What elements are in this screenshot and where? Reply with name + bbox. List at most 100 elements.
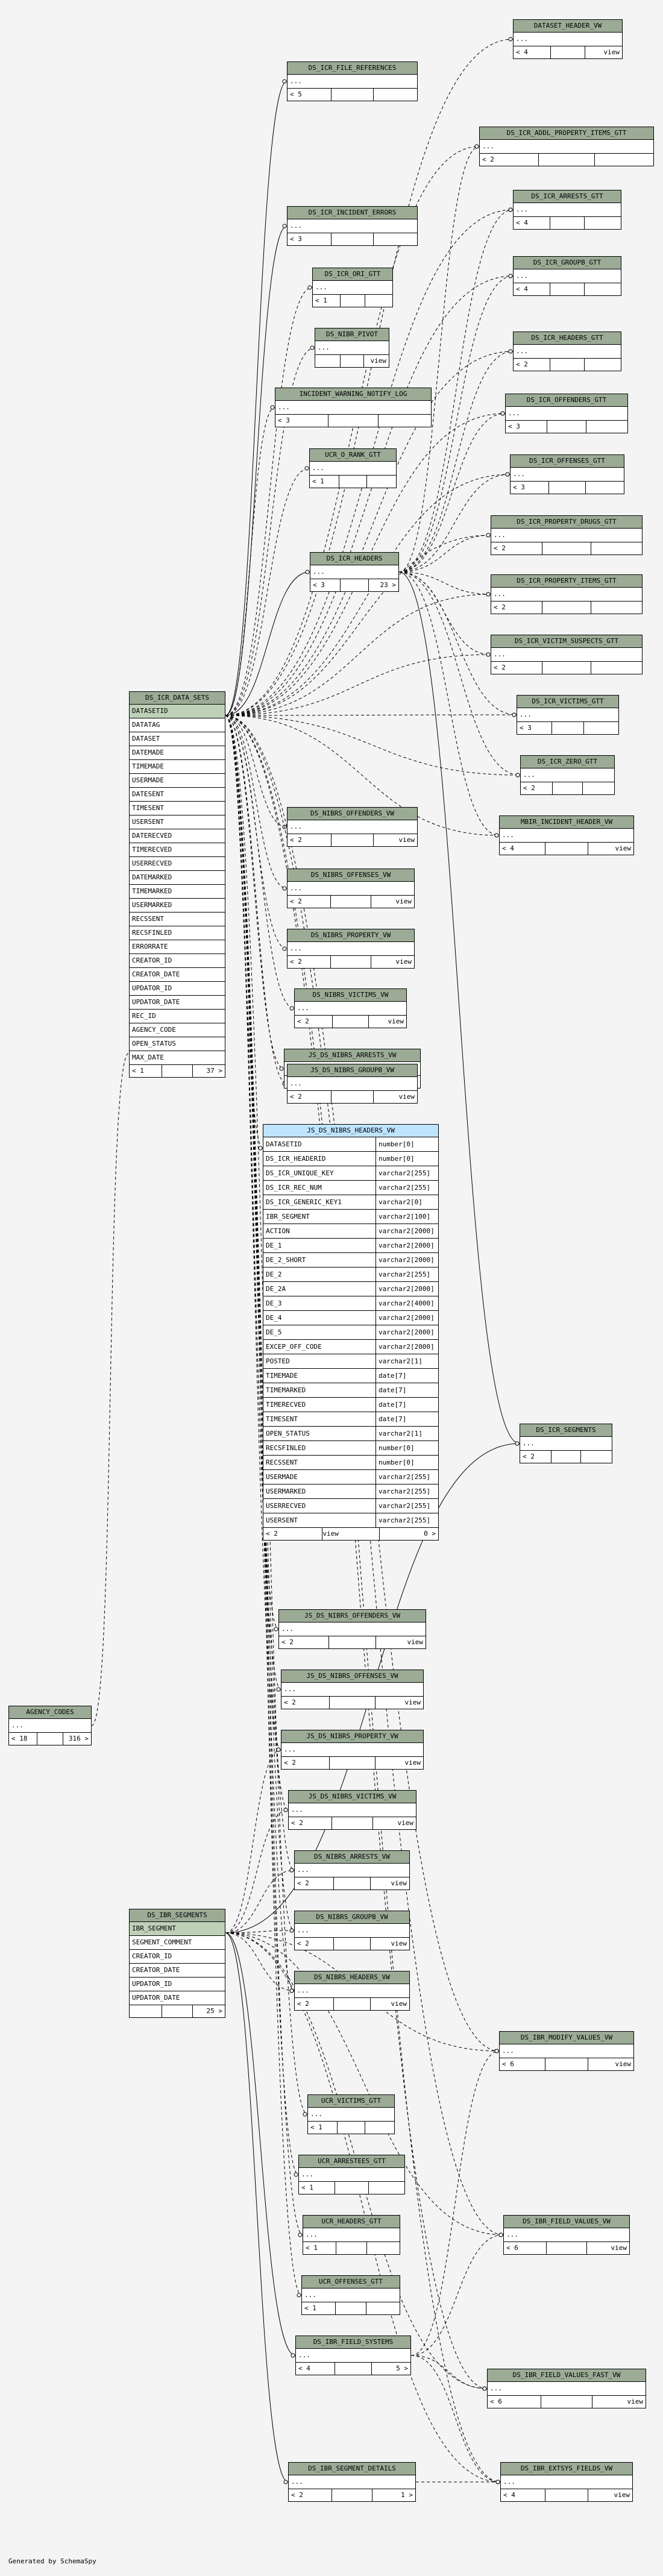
table-name[interactable]: JS_DS_NIBRS_HEADERS_VW <box>263 1125 438 1137</box>
table-name[interactable]: DS_ICR_ARRESTS_GTT <box>514 190 621 203</box>
table-name[interactable]: DS_ICR_ZERO_GTT <box>521 756 614 768</box>
child-count: view <box>587 2489 630 2501</box>
table-name[interactable]: DS_ICR_HEADERS <box>310 553 398 565</box>
table-ds-icr-zero-gtt[interactable]: DS_ICR_ZERO_GTT...< 2 <box>520 755 615 795</box>
table-name[interactable]: DS_NIBRS_GROUPB_VW <box>295 1911 409 1924</box>
table-name[interactable]: MBIR_INCIDENT_HEADER_VW <box>500 816 633 829</box>
table-ucr-o-rank-gtt[interactable]: UCR_O_RANK_GTT...< 1 <box>309 448 397 488</box>
table-name[interactable]: DS_IBR_FIELD_SYSTEMS <box>296 2336 410 2349</box>
table-ds-icr-headers-gtt[interactable]: DS_ICR_HEADERS_GTT...< 2 <box>513 331 621 371</box>
table-name[interactable]: JS_DS_NIBRS_GROUPB_VW <box>288 1064 417 1077</box>
table-name[interactable]: JS_DS_NIBRS_ARRESTS_VW <box>284 1049 420 1062</box>
column-row: CREATOR_ID <box>130 1950 225 1964</box>
table-name[interactable]: DS_ICR_ORI_GTT <box>313 268 392 281</box>
table-ucr-headers-gtt[interactable]: UCR_HEADERS_GTT...< 1 <box>303 2215 400 2255</box>
table-ds-icr-groupb-gtt[interactable]: DS_ICR_GROUPB_GTT...< 4 <box>513 256 621 296</box>
table-name[interactable]: AGENCY_CODES <box>9 1706 91 1719</box>
table-name[interactable]: DS_ICR_ADDL_PROPERTY_ITEMS_GTT <box>480 127 653 140</box>
child-count <box>584 359 618 371</box>
table-name[interactable]: JS_DS_NIBRS_OFFENSES_VW <box>281 1670 423 1683</box>
table-name[interactable]: DS_NIBRS_ARRESTS_VW <box>295 1851 409 1864</box>
table-ds-icr-addl-property-items-gtt[interactable]: DS_ICR_ADDL_PROPERTY_ITEMS_GTT...< 2 <box>479 127 654 166</box>
table-name[interactable]: DATASET_HEADER_VW <box>514 20 622 33</box>
table-name[interactable]: DS_IBR_SEGMENT_DETAILS <box>289 2463 415 2475</box>
table-name[interactable]: DS_ICR_PROPERTY_DRUGS_GTT <box>491 516 642 529</box>
table-ds-icr-property-drugs-gtt[interactable]: DS_ICR_PROPERTY_DRUGS_GTT...< 2 <box>491 515 643 555</box>
table-ds-icr-ori-gtt[interactable]: DS_ICR_ORI_GTT...< 1 <box>312 268 393 307</box>
table-name[interactable]: DS_NIBRS_VICTIMS_VW <box>295 989 406 1002</box>
table-name[interactable]: UCR_OFFENSES_GTT <box>302 2276 400 2289</box>
table-ds-icr-victim-suspects-gtt[interactable]: DS_ICR_VICTIM_SUSPECTS_GTT...< 2 <box>491 635 643 674</box>
table-ds-nibr-pivot[interactable]: DS_NIBR_PIVOT...view <box>315 328 389 368</box>
table-ds-icr-incident-errors[interactable]: DS_ICR_INCIDENT_ERRORS...< 3 <box>287 206 418 246</box>
table-name[interactable]: UCR_VICTIMS_GTT <box>308 2095 394 2108</box>
table-name[interactable]: UCR_O_RANK_GTT <box>310 449 396 462</box>
table-name[interactable]: DS_ICR_OFFENSES_GTT <box>511 455 624 468</box>
table-name[interactable]: DS_ICR_VICTIMS_GTT <box>517 696 618 708</box>
table-incident-warning-notify-log[interactable]: INCIDENT_WARNING_NOTIFY_LOG...< 3 <box>275 388 432 427</box>
table-name[interactable]: DS_IBR_FIELD_VALUES_VW <box>504 2216 629 2228</box>
table-name[interactable]: DS_NIBR_PIVOT <box>315 328 389 341</box>
table-name[interactable]: DS_IBR_SEGMENTS <box>130 1909 225 1922</box>
table-name[interactable]: DS_IBR_MODIFY_VALUES_VW <box>500 2032 633 2044</box>
table-ds-icr-offenses-gtt[interactable]: DS_ICR_OFFENSES_GTT...< 3 <box>510 454 624 494</box>
table-name[interactable]: JS_DS_NIBRS_OFFENDERS_VW <box>279 1610 426 1623</box>
table-name[interactable]: UCR_HEADERS_GTT <box>303 2216 400 2228</box>
table-name[interactable]: DS_IBR_EXTSYS_FIELDS_VW <box>501 2463 632 2475</box>
table-name[interactable]: DS_NIBRS_OFFENDERS_VW <box>288 808 417 820</box>
table-name[interactable]: DS_IBR_FIELD_VALUES_FAST_VW <box>488 2369 646 2382</box>
table-ucr-offenses-gtt[interactable]: UCR_OFFENSES_GTT...< 1 <box>301 2275 400 2315</box>
table-ds-icr-file-references[interactable]: DS_ICR_FILE_REFERENCES...< 5 <box>287 61 418 101</box>
table-ds-icr-property-items-gtt[interactable]: DS_ICR_PROPERTY_ITEMS_GTT...< 2 <box>491 574 643 614</box>
table-name[interactable]: DS_NIBRS_OFFENSES_VW <box>288 869 414 882</box>
table-name[interactable]: UCR_ARRESTEES_GTT <box>299 2155 404 2168</box>
table-ucr-victims-gtt[interactable]: UCR_VICTIMS_GTT...< 1 <box>307 2094 395 2134</box>
table-ds-icr-segments[interactable]: DS_ICR_SEGMENTS...< 2 <box>520 1424 612 1463</box>
table-name[interactable]: JS_DS_NIBRS_VICTIMS_VW <box>289 1791 416 1803</box>
table-name[interactable]: DS_ICR_GROUPB_GTT <box>514 257 621 269</box>
table-name[interactable]: DS_ICR_INCIDENT_ERRORS <box>288 207 417 219</box>
table-name[interactable]: DS_ICR_FILE_REFERENCES <box>288 62 417 75</box>
table-name[interactable]: DS_NIBRS_HEADERS_VW <box>295 1971 409 1984</box>
table-name[interactable]: JS_DS_NIBRS_PROPERTY_VW <box>281 1730 423 1743</box>
table-ds-icr-arrests-gtt[interactable]: DS_ICR_ARRESTS_GTT...< 4 <box>513 190 621 230</box>
table-name[interactable]: INCIDENT_WARNING_NOTIFY_LOG <box>275 388 431 401</box>
table-name[interactable]: DS_ICR_HEADERS_GTT <box>514 332 621 345</box>
table-ds-icr-victims-gtt[interactable]: DS_ICR_VICTIMS_GTT...< 3 <box>517 695 619 735</box>
table-name[interactable]: DS_ICR_PROPERTY_ITEMS_GTT <box>491 575 642 588</box>
table-name[interactable]: DS_ICR_SEGMENTS <box>520 1424 612 1437</box>
table-name[interactable]: DS_ICR_VICTIM_SUSPECTS_GTT <box>491 635 642 648</box>
column-row: RECSFINLED <box>130 926 225 940</box>
table-name[interactable]: DS_NIBRS_PROPERTY_VW <box>288 929 414 942</box>
table-ucr-arrestees-gtt[interactable]: UCR_ARRESTEES_GTT...< 1 <box>298 2155 405 2194</box>
table-name[interactable]: DS_ICR_OFFENDERS_GTT <box>506 394 627 407</box>
table-ds-icr-offenders-gtt[interactable]: DS_ICR_OFFENDERS_GTT...< 3 <box>505 394 628 433</box>
table-name[interactable]: DS_ICR_DATA_SETS <box>130 692 225 705</box>
